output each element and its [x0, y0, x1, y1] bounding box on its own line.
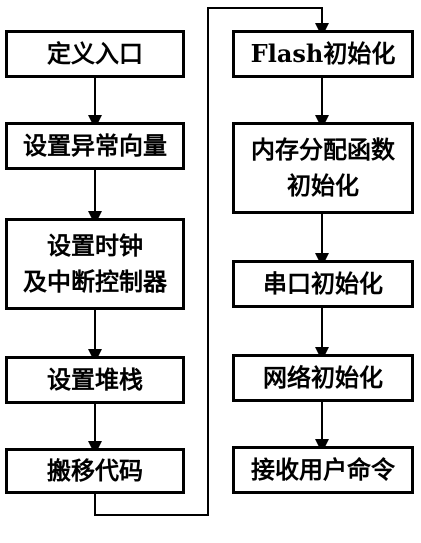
step-serial-init: 串口初始化 — [232, 260, 414, 308]
connector-left-to-right — [94, 7, 329, 516]
step-network-init: 网络初始化 — [232, 354, 414, 402]
step-memory-alloc-init: 内存分配函数 初始化 — [232, 122, 414, 214]
step-move-code: 搬移代码 — [5, 448, 185, 494]
step-set-clock-interrupt: 设置时钟 及中断控制器 — [5, 218, 185, 310]
step-set-exception-vectors: 设置异常向量 — [5, 122, 185, 170]
step-receive-user-command: 接收用户命令 — [232, 446, 414, 494]
step-flash-init: Flash初始化 — [232, 30, 414, 78]
step-define-entry: 定义入口 — [5, 30, 185, 78]
step-set-stack: 设置堆栈 — [5, 356, 185, 404]
